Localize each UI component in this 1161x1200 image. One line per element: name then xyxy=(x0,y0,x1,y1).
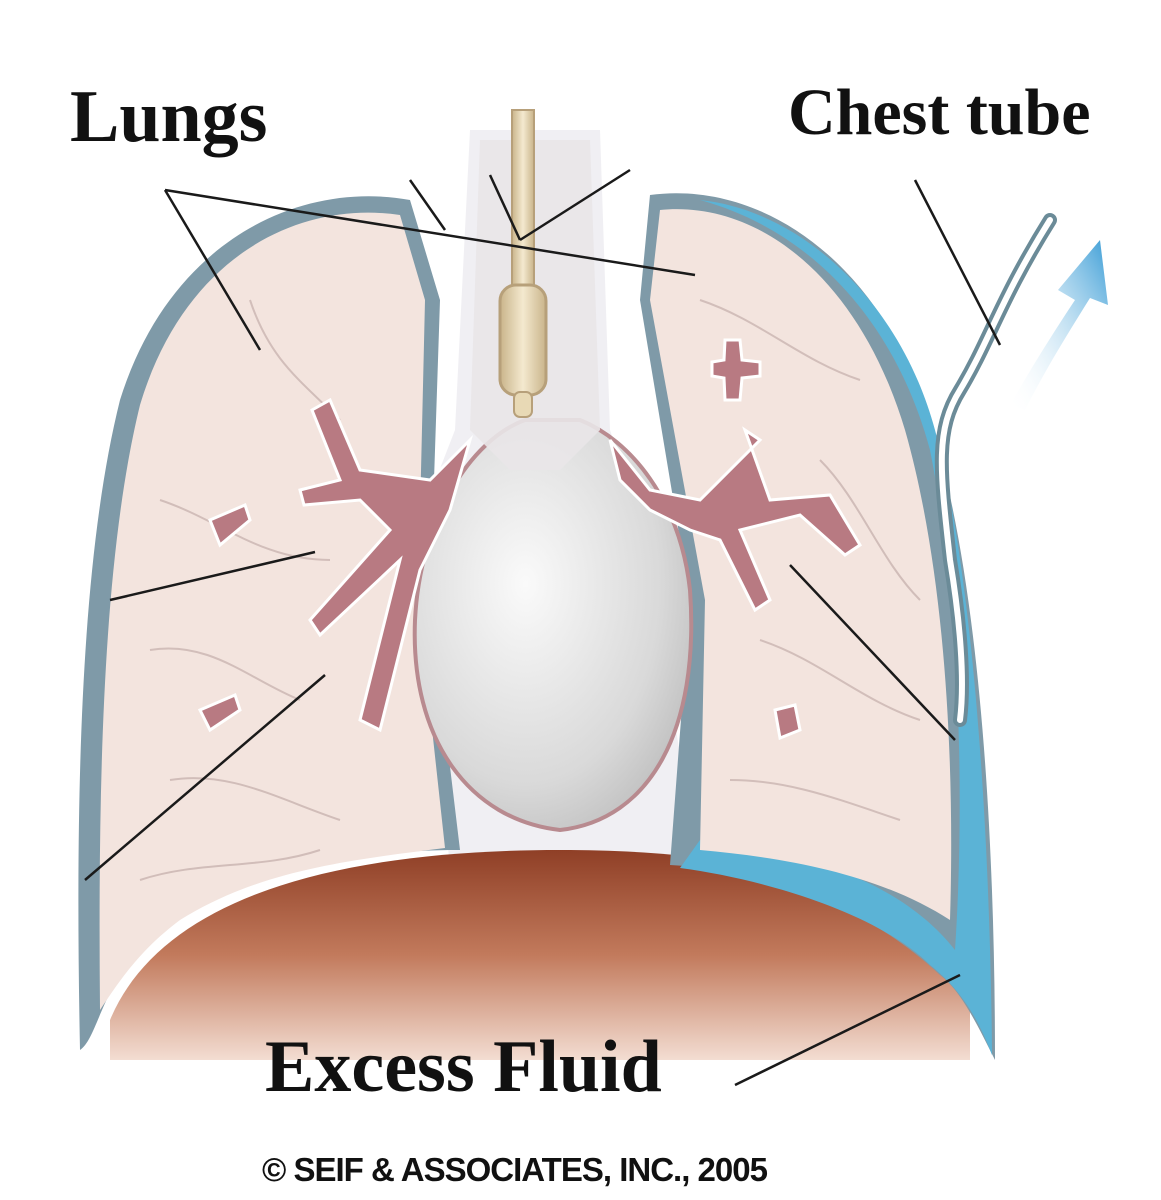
copyright-text: © SEIF & ASSOCIATES, INC., 2005 xyxy=(262,1151,768,1188)
left-lung xyxy=(99,212,445,1010)
drainage-arrow xyxy=(1010,240,1108,410)
diaphragm xyxy=(110,850,970,1060)
endotracheal-tube-cuff xyxy=(498,283,548,397)
endotracheal-tube-tip xyxy=(513,391,533,418)
chest-tube-label: Chest tube xyxy=(788,76,1091,149)
lungs-label: Lungs xyxy=(70,76,268,158)
excess-fluid-label: Excess Fluid xyxy=(265,1026,662,1108)
left-lung-vessels xyxy=(139,299,341,881)
right-bronchi xyxy=(608,338,863,741)
pleural-fluid xyxy=(680,200,992,1055)
leader-lines xyxy=(84,168,1002,1087)
right-lung-vessels xyxy=(699,299,921,821)
left-bronchi xyxy=(197,397,474,733)
endotracheal-tube xyxy=(511,109,535,291)
chest-tube-lumen xyxy=(938,217,1053,723)
